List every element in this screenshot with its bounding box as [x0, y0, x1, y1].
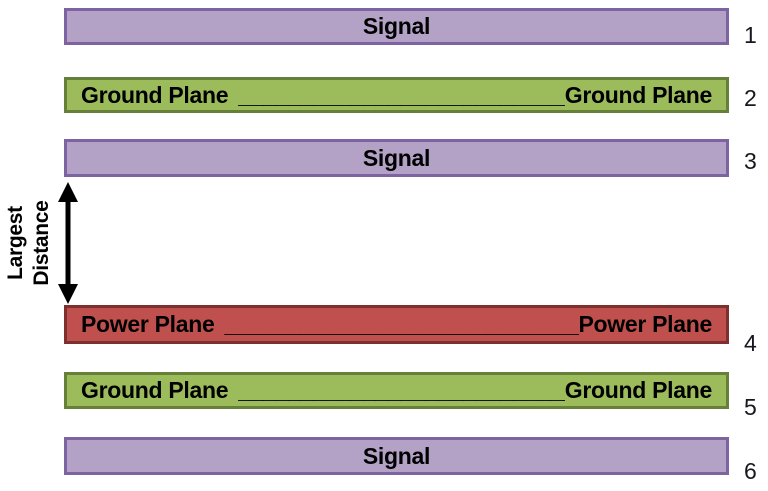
largest-distance-label: Largest Distance: [3, 181, 57, 305]
connector-line: ______________________________: [238, 377, 565, 403]
layer-label: Signal: [362, 442, 431, 469]
connector-line: ______________________________: [238, 81, 565, 108]
layer-label-left: Power Plane: [81, 311, 215, 337]
layer-number-1: 1: [744, 22, 757, 48]
layer-label: Signal: [362, 13, 431, 39]
layer-number-3: 3: [744, 148, 757, 174]
layer-label-left: Ground Plane: [81, 377, 229, 403]
layer-label: Signal: [362, 144, 431, 171]
layer-bar-power-4: Power Plane ____________________________…: [64, 305, 729, 344]
layer-label-left: Ground Plane: [81, 81, 229, 108]
layer-bar-signal-3: Signal: [64, 139, 729, 177]
layer-number-6: 6: [744, 458, 757, 484]
layer-number-4: 4: [744, 330, 757, 356]
layer-label-right: Power Plane: [578, 311, 713, 337]
layer-number-2: 2: [744, 85, 757, 111]
layer-bar-signal-6: Signal: [64, 437, 729, 475]
double-arrow-icon: [58, 182, 78, 304]
layer-label-right: Ground Plane: [564, 81, 713, 108]
layer-label-right: Ground Plane: [564, 377, 713, 403]
connector-line: ______________________________: [224, 311, 579, 337]
largest-distance-line2: Distance: [30, 200, 53, 286]
layer-bar-signal-1: Signal: [64, 8, 729, 45]
layer-bar-ground-2: Ground Plane ___________________________…: [64, 77, 729, 113]
layer-number-5: 5: [744, 394, 757, 420]
layer-bar-ground-5: Ground Plane ___________________________…: [64, 372, 729, 409]
largest-distance-line1: Largest: [4, 206, 27, 280]
